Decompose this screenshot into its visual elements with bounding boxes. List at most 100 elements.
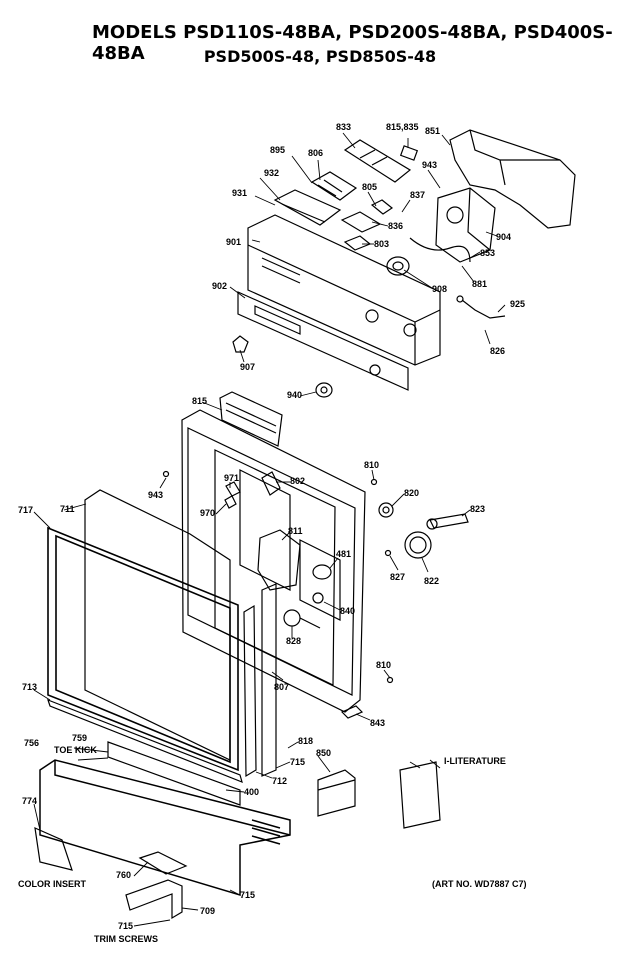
part-932: [273, 189, 342, 226]
callout-811: 811: [288, 526, 303, 536]
part-literature-book: [399, 761, 441, 829]
callout-labels: 833 815,835 851 895 806 943 932 805 837 …: [18, 122, 525, 931]
leader-lines: [33, 132, 506, 927]
caption-toe-kick: TOE KICK: [54, 745, 97, 755]
callout-840: 840: [340, 606, 355, 616]
callout-908: 908: [432, 284, 447, 294]
part-823: [426, 513, 469, 530]
part-904-timer: [435, 187, 496, 263]
part-908: [386, 256, 410, 276]
callout-837: 837: [410, 190, 425, 200]
callout-815-835: 815,835: [386, 122, 419, 132]
part-833: [343, 139, 412, 183]
part-907: [232, 335, 249, 353]
part-902-panel: [237, 291, 409, 391]
part-836: [340, 211, 382, 233]
part-717-door-panel: [47, 526, 239, 772]
callout-715-bottom: 715: [240, 890, 255, 900]
part-840: [312, 592, 324, 604]
part-802: [261, 471, 281, 496]
part-820: [378, 502, 394, 518]
callout-712: 712: [272, 776, 287, 786]
caption-art-number: (ART NO. WD7887 C7): [432, 879, 527, 889]
callout-943-side: 943: [148, 490, 163, 500]
part-881-dispenser: [257, 529, 301, 591]
part-774-color-insert: [34, 827, 73, 871]
part-843-strip: [340, 705, 364, 719]
callout-713: 713: [22, 682, 37, 692]
part-712: [243, 604, 257, 778]
callout-881: 881: [472, 279, 487, 289]
part-925: [456, 295, 506, 319]
callout-810-top: 810: [364, 460, 379, 470]
callout-895: 895: [270, 145, 285, 155]
part-970-971: [224, 481, 241, 509]
callout-971: 971: [224, 473, 239, 483]
part-805: [370, 199, 394, 215]
callout-717: 717: [18, 505, 33, 515]
callout-843: 843: [370, 718, 385, 728]
callout-836: 836: [388, 221, 403, 231]
part-inner-door-frame: [181, 409, 366, 713]
part-815-vent: [219, 391, 283, 447]
callout-853: 853: [480, 248, 495, 258]
callout-902: 902: [212, 281, 227, 291]
callout-851: 851: [425, 126, 440, 136]
callout-807: 807: [274, 682, 289, 692]
callout-760: 760: [116, 870, 131, 880]
part-807-rail: [261, 583, 277, 777]
callout-481: 481: [336, 549, 351, 559]
callout-943-top: 943: [422, 160, 437, 170]
callout-823: 823: [470, 504, 485, 514]
callout-907: 907: [240, 362, 255, 372]
part-709-trim: [125, 879, 183, 920]
captions: TOE KICK I-LITERATURE COLOR INSERT TRIM …: [18, 745, 527, 944]
part-901-console: [247, 214, 441, 366]
callout-810-bottom: 810: [376, 660, 391, 670]
callout-904: 904: [496, 232, 511, 242]
callout-806: 806: [308, 148, 323, 158]
callout-833: 833: [336, 122, 351, 132]
callout-828: 828: [286, 636, 301, 646]
callout-850: 850: [316, 748, 331, 758]
diagram-title-line-1: MODELS PSD110S-48BA, PSD200S-48BA, PSD40…: [92, 22, 613, 64]
callout-932: 932: [264, 168, 279, 178]
callout-970: 970: [200, 508, 215, 518]
part-756-toe-kick: [39, 759, 291, 897]
callout-715-right: 715: [290, 757, 305, 767]
callout-756: 756: [24, 738, 39, 748]
callout-826: 826: [490, 346, 505, 356]
part-711-liner: [84, 489, 231, 761]
callout-711: 711: [60, 504, 75, 514]
part-943-screw: [162, 470, 170, 478]
callout-400: 400: [244, 787, 259, 797]
callout-822: 822: [424, 576, 439, 586]
callout-759: 759: [72, 733, 87, 743]
callout-709: 709: [200, 906, 215, 916]
caption-literature: I-LITERATURE: [444, 756, 506, 766]
caption-color-insert: COLOR INSERT: [18, 879, 87, 889]
callout-901: 901: [226, 237, 241, 247]
diagram-title-line-2: PSD500S-48, PSD850S-48: [203, 47, 437, 66]
part-851-cover: [449, 129, 576, 229]
callout-774: 774: [22, 796, 37, 806]
callout-925: 925: [510, 299, 525, 309]
callout-815-vent: 815: [192, 396, 207, 406]
callout-715-trim: 715: [118, 921, 133, 931]
caption-trim-screws: TRIM SCREWS: [94, 934, 158, 944]
part-827: [384, 549, 392, 557]
callout-818: 818: [298, 736, 313, 746]
part-713-strip: [47, 698, 243, 784]
part-850: [317, 769, 356, 817]
callout-802: 802: [290, 476, 305, 486]
part-822-dial: [404, 531, 432, 559]
callout-931: 931: [232, 188, 247, 198]
part-806: [310, 171, 358, 201]
callout-803: 803: [374, 239, 389, 249]
callout-940: 940: [287, 390, 302, 400]
callout-805: 805: [362, 182, 377, 192]
part-760-trim: [138, 851, 188, 875]
part-815-835: [399, 145, 419, 161]
callout-827: 827: [390, 572, 405, 582]
part-803: [343, 235, 372, 251]
